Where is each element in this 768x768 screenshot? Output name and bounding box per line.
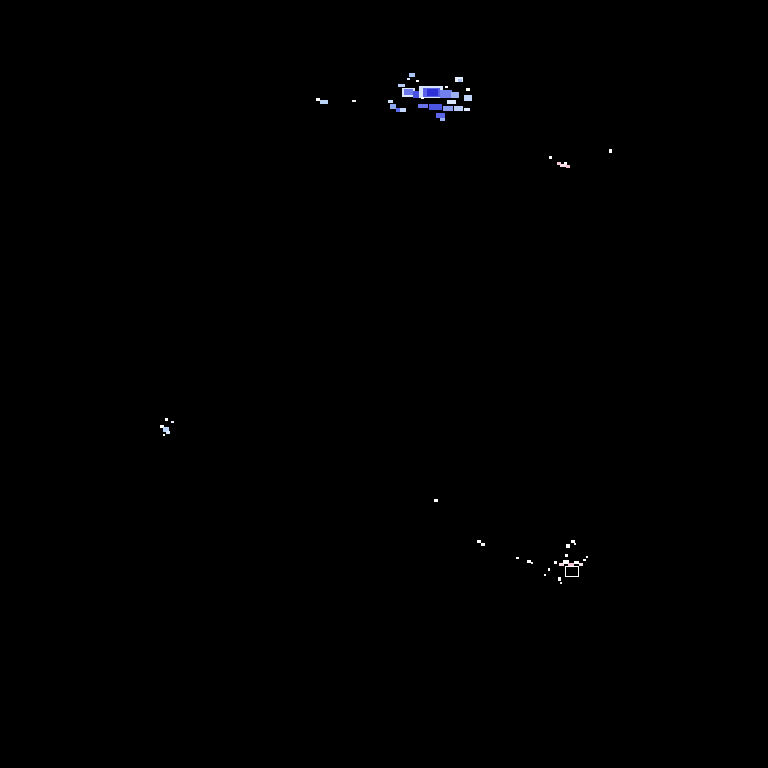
- radar-echo-north-cluster: [352, 100, 356, 102]
- radar-echo-north-cluster: [458, 79, 462, 82]
- radar-echo-north-cluster: [455, 77, 463, 82]
- radar-echo-southeast-cluster: [554, 561, 557, 564]
- radar-echo-north-cluster: [419, 86, 443, 98]
- radar-echo-north-cluster: [447, 100, 456, 104]
- radar-echo-northeast-specks: [549, 156, 552, 159]
- radar-echo-southeast-cluster: [579, 563, 583, 566]
- radar-echo-southeast-cluster: [574, 543, 576, 545]
- radar-echo-north-cluster: [451, 92, 459, 98]
- radar-echo-north-cluster: [464, 108, 470, 111]
- radar-echo-north-cluster: [421, 97, 424, 99]
- radar-echo-southeast-cluster: [516, 557, 519, 559]
- radar-echo-north-cluster: [423, 88, 440, 97]
- radar-echo-north-cluster: [466, 88, 470, 91]
- radar-echo-north-cluster: [464, 95, 472, 101]
- radar-echo-north-cluster: [409, 73, 415, 77]
- radar-echo-west-cluster: [165, 418, 168, 421]
- radar-echo-north-cluster: [413, 91, 421, 98]
- radar-echo-southeast-cluster: [531, 562, 533, 564]
- radar-echo-north-cluster: [416, 80, 419, 82]
- radar-echo-southeast-cluster: [558, 577, 561, 581]
- radar-echo-west-cluster: [171, 421, 174, 423]
- radar-echo-north-cluster: [454, 106, 463, 111]
- radar-echo-southeast-cluster: [568, 563, 574, 566]
- radar-echo-north-cluster: [398, 84, 405, 87]
- radar-echo-north-cluster: [418, 104, 428, 108]
- radar-echo-southeast-cluster: [574, 561, 579, 564]
- radar-echo-north-cluster: [404, 89, 413, 95]
- radar-echo-north-cluster: [390, 104, 396, 109]
- radar-echo-southeast-cluster: [527, 560, 531, 563]
- radar-echo-north-cluster: [427, 89, 438, 96]
- radar-echo-west-cluster: [166, 431, 170, 434]
- radar-echo-northeast-specks: [566, 165, 570, 168]
- radar-echo-northeast-specks: [560, 164, 567, 167]
- radar-echo-north-cluster: [388, 100, 393, 103]
- radar-echo-north-cluster: [429, 104, 442, 110]
- radar-echo-northeast-specks: [609, 149, 612, 153]
- radar-echo-north-cluster: [316, 98, 320, 101]
- radar-echo-northeast-specks: [557, 162, 561, 165]
- radar-echo-north-cluster: [443, 106, 453, 111]
- radar-echo-southeast-cluster: [544, 574, 546, 576]
- radar-echo-outline: [565, 566, 579, 577]
- radar-echo-south-center-specks: [477, 540, 481, 543]
- radar-echo-north-cluster: [320, 100, 328, 104]
- radar-echo-west-cluster: [163, 427, 169, 432]
- radar-echo-southeast-cluster: [560, 582, 562, 584]
- radar-echo-southeast-cluster: [565, 554, 568, 557]
- radar-echo-southeast-cluster: [566, 544, 570, 548]
- radar-echo-southeast-cluster: [586, 556, 588, 558]
- radar-echo-north-cluster: [445, 86, 448, 88]
- radar-echo-north-cluster: [407, 78, 410, 80]
- radar-echo-north-cluster: [402, 88, 415, 97]
- radar-echo-southeast-cluster: [559, 563, 564, 566]
- radar-echo-west-cluster: [163, 434, 165, 436]
- radar-echo-north-cluster: [400, 108, 406, 112]
- radar-echo-north-cluster: [396, 108, 402, 112]
- radar-echo-west-cluster: [160, 425, 164, 428]
- radar-echo-northeast-specks: [564, 162, 567, 164]
- radar-echo-north-cluster: [440, 118, 445, 121]
- radar-echo-southeast-cluster: [563, 560, 569, 564]
- radar-echo-north-cluster: [440, 90, 452, 98]
- radar-echo-southeast-cluster: [548, 568, 550, 571]
- radar-echo-south-center-specks: [481, 543, 485, 546]
- radar-echo-southeast-cluster: [571, 540, 575, 543]
- radar-echo-north-cluster: [436, 113, 445, 118]
- radar-echo-center-speck: [434, 499, 438, 502]
- radar-echo-southeast-cluster: [583, 559, 586, 561]
